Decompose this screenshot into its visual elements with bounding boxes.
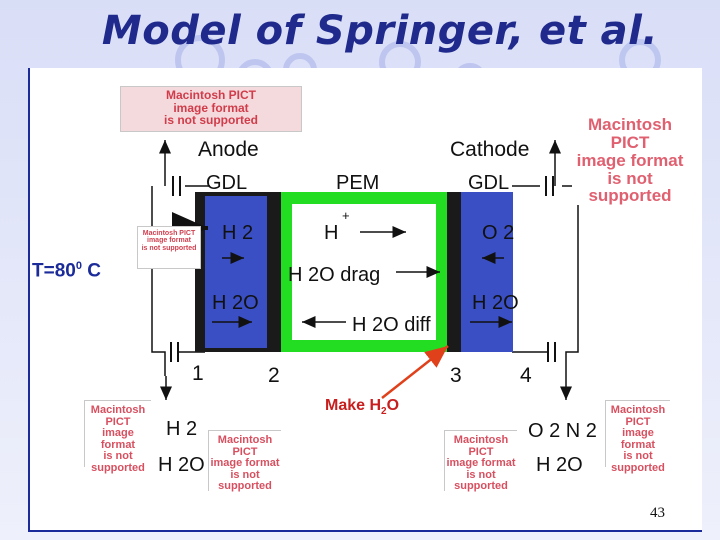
node-3-label: 3 — [450, 364, 462, 387]
cathode-gdl — [461, 192, 513, 352]
cathode-label: Cathode — [450, 138, 530, 161]
cathode-electrode — [447, 192, 461, 352]
node-4-label: 4 — [520, 364, 532, 387]
temperature-label: T=800 C — [32, 260, 101, 282]
pict-placeholder-top: Macintosh PICT image format is not suppo… — [120, 86, 302, 132]
h-plus-label: H — [324, 222, 339, 244]
pict-placeholder-small: Macintosh PICT image format is not suppo… — [137, 226, 201, 269]
gdl-left-label: GDL — [206, 172, 248, 194]
h2o-drag-label: H 2O drag — [288, 264, 381, 286]
bottom-h2o-right-label: H 2O — [536, 454, 583, 476]
bottom-h2o-left-label: H 2O — [158, 454, 205, 476]
pict-placeholder-bottom-2: Macintosh PICT image format is not suppo… — [208, 430, 281, 492]
make-water-label: Make H2O — [325, 397, 400, 418]
make-water-arrow — [381, 345, 449, 399]
node-2-label: 2 — [268, 364, 280, 387]
bottom-o2-n2-label: O 2 N 2 — [528, 420, 597, 442]
pict-placeholder-bottom-1: Macintosh PICT image format is not suppo… — [84, 400, 151, 474]
slide-title: Model of Springer, et al. — [101, 8, 659, 54]
anode-label: Anode — [198, 138, 259, 161]
capacitor-symbols — [170, 176, 556, 362]
h2-label: H 2 — [222, 222, 254, 244]
h2o-right-label: H 2O — [472, 292, 519, 314]
h2o-diff-label: H 2O diff — [352, 314, 431, 336]
bottom-h2-label: H 2 — [166, 418, 198, 440]
o2-label: O 2 — [482, 222, 515, 244]
node-1-label: 1 — [192, 362, 204, 385]
gdl-right-label: GDL — [468, 172, 510, 194]
pem-label: PEM — [336, 172, 380, 194]
pict-placeholder-bottom-3: Macintosh PICT image format is not suppo… — [444, 430, 517, 492]
pict-placeholder-right: Macintosh PICT image format is not suppo… — [572, 116, 688, 206]
h-plus-superscript: + — [342, 208, 350, 223]
anode-electrode — [267, 192, 281, 352]
anode-gdl — [205, 196, 267, 348]
pict-placeholder-bottom-4: Macintosh PICT image format is not suppo… — [605, 400, 670, 474]
h2o-left-label: H 2O — [212, 292, 259, 314]
page-number: 43 — [650, 505, 665, 521]
